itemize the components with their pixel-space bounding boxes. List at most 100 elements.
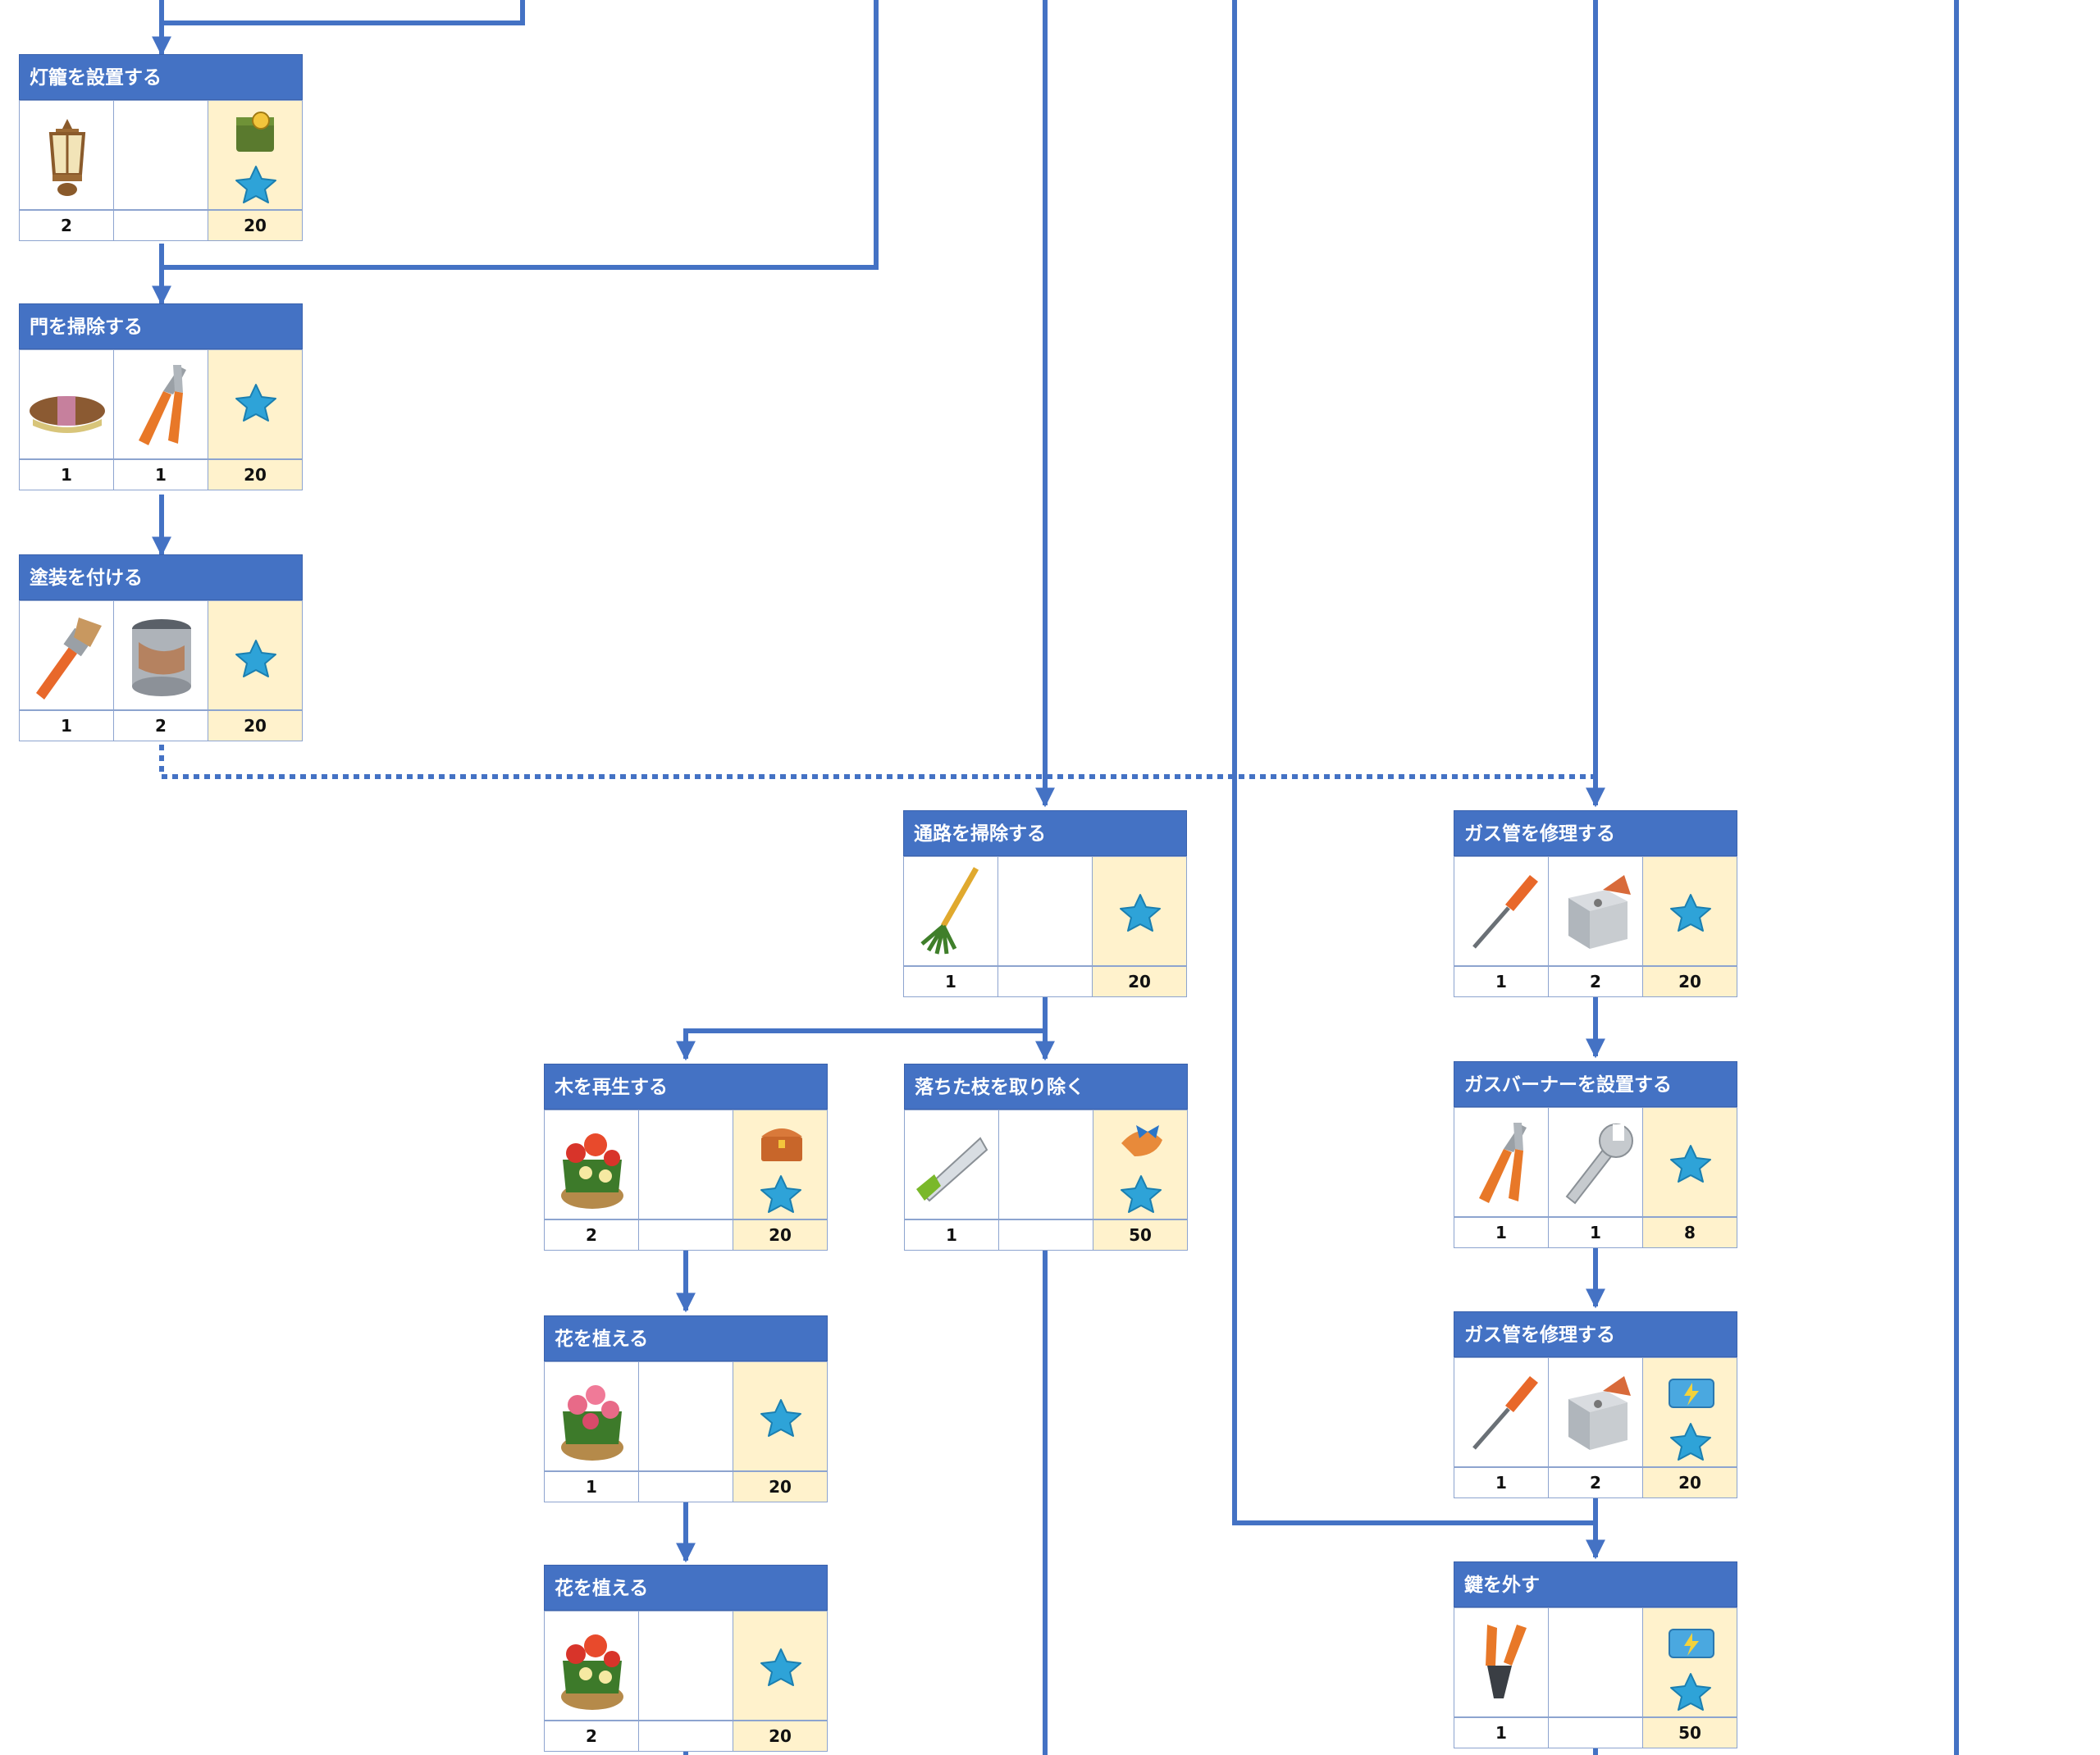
item-count: 1	[1548, 1217, 1643, 1248]
task-card[interactable]: 門を掃除する 1 1 20	[19, 303, 303, 490]
reward-cell	[1642, 856, 1737, 966]
item-cell	[544, 1611, 639, 1721]
pliers-icon	[1479, 1123, 1527, 1203]
item-cell	[1548, 1357, 1643, 1467]
reward-cell	[1642, 1607, 1737, 1717]
blue-star-icon	[1121, 1175, 1162, 1213]
reward-cell	[208, 349, 303, 459]
gift-box-icon	[236, 112, 274, 152]
rake-icon	[920, 867, 979, 955]
blue-star-icon	[235, 640, 276, 677]
item-count: 1	[903, 966, 998, 997]
item-cell	[1454, 1107, 1549, 1217]
item-count: 1	[904, 1219, 999, 1251]
item-count: 2	[113, 710, 208, 741]
flower-pot-icon	[561, 1634, 623, 1710]
item-count: 1	[544, 1471, 639, 1502]
reward-cell	[1093, 1110, 1188, 1219]
task-title: ガス管を修理する	[1454, 1311, 1737, 1357]
task-title: ガスバーナーを設置する	[1454, 1061, 1737, 1107]
parts-box-icon	[1568, 875, 1631, 949]
item-cell	[113, 349, 208, 459]
blue-star-icon	[760, 1648, 801, 1686]
item-count: 1	[113, 459, 208, 490]
blue-star-icon	[1670, 1673, 1711, 1711]
item-count	[1548, 1717, 1643, 1748]
task-card[interactable]: 通路を掃除する 1 20	[903, 810, 1187, 997]
item-cell	[19, 349, 114, 459]
parts-box-icon	[1568, 1376, 1631, 1450]
task-card[interactable]: 落ちた枝を取り除く 1 50	[904, 1064, 1188, 1251]
reward-count: 20	[208, 710, 303, 741]
flower-pot-icon	[561, 1133, 623, 1209]
item-cell	[19, 100, 114, 210]
reward-cell	[1642, 1107, 1737, 1217]
reward-count: 20	[208, 210, 303, 241]
treasure-chest-icon	[761, 1128, 802, 1161]
item-cell-empty	[638, 1361, 733, 1471]
task-title: 木を再生する	[544, 1064, 828, 1110]
item-count: 1	[19, 459, 114, 490]
candy-icon	[1121, 1125, 1162, 1156]
item-count: 1	[1454, 1217, 1549, 1248]
item-count	[638, 1219, 733, 1251]
task-card[interactable]: ガス管を修理する 1 2 20	[1454, 810, 1737, 997]
task-card[interactable]: 木を再生する 2 20	[544, 1064, 828, 1251]
task-card[interactable]: ガスバーナーを設置する 1 1 8	[1454, 1061, 1737, 1248]
task-card[interactable]: 塗装を付ける 1 2 20	[19, 554, 303, 741]
item-cell	[544, 1361, 639, 1471]
item-count	[998, 1219, 1093, 1251]
lantern-icon	[48, 119, 86, 196]
item-cell	[544, 1110, 639, 1219]
item-cell	[904, 1110, 999, 1219]
paintbrush-icon	[36, 618, 102, 700]
item-cell	[1454, 856, 1549, 966]
task-card[interactable]: 鍵を外す 1 50	[1454, 1561, 1737, 1748]
blue-star-icon	[235, 384, 276, 422]
reward-cell	[733, 1110, 828, 1219]
wrench-icon	[1565, 1124, 1633, 1205]
blue-star-icon	[1120, 894, 1161, 932]
reward-cell	[208, 600, 303, 710]
item-count: 2	[1548, 1467, 1643, 1498]
task-card[interactable]: 灯籠を設置する 2 20	[19, 54, 303, 241]
item-count: 1	[1454, 966, 1549, 997]
dotted-connector	[159, 745, 1596, 779]
task-card[interactable]: 花を植える 2 20	[544, 1565, 828, 1752]
item-count: 1	[19, 710, 114, 741]
saw-icon	[916, 1137, 988, 1202]
reward-cell	[733, 1361, 828, 1471]
reward-count: 20	[1642, 966, 1737, 997]
item-count	[638, 1471, 733, 1502]
item-count	[638, 1721, 733, 1752]
item-cell	[903, 856, 998, 966]
item-cell-empty	[638, 1110, 733, 1219]
rose-pot-icon	[561, 1385, 623, 1461]
connector	[152, 0, 525, 57]
task-title: 塗装を付ける	[19, 554, 303, 600]
item-count	[113, 210, 208, 241]
task-card[interactable]: 花を植える 1 20	[544, 1315, 828, 1502]
task-title: 門を掃除する	[19, 303, 303, 349]
energy-chest-icon	[1669, 1379, 1714, 1408]
blue-star-icon	[1670, 1145, 1711, 1183]
item-count: 2	[1548, 966, 1643, 997]
reward-count: 20	[733, 1219, 828, 1251]
task-card[interactable]: ガス管を修理する 1 2 20	[1454, 1311, 1737, 1498]
item-count	[998, 966, 1093, 997]
reward-count: 20	[733, 1471, 828, 1502]
energy-chest-icon	[1669, 1629, 1714, 1658]
task-title: 灯籠を設置する	[19, 54, 303, 100]
screwdriver-icon	[1472, 1376, 1538, 1450]
item-cell	[1454, 1607, 1549, 1717]
item-count: 2	[544, 1721, 639, 1752]
item-cell-empty	[638, 1611, 733, 1721]
item-cell	[1548, 1107, 1643, 1217]
reward-cell	[733, 1611, 828, 1721]
reward-cell	[1642, 1357, 1737, 1467]
reward-count: 20	[1092, 966, 1187, 997]
reward-count: 50	[1093, 1219, 1188, 1251]
connector	[1232, 0, 1596, 1525]
item-cell-empty	[998, 856, 1093, 966]
reward-count: 50	[1642, 1717, 1737, 1748]
